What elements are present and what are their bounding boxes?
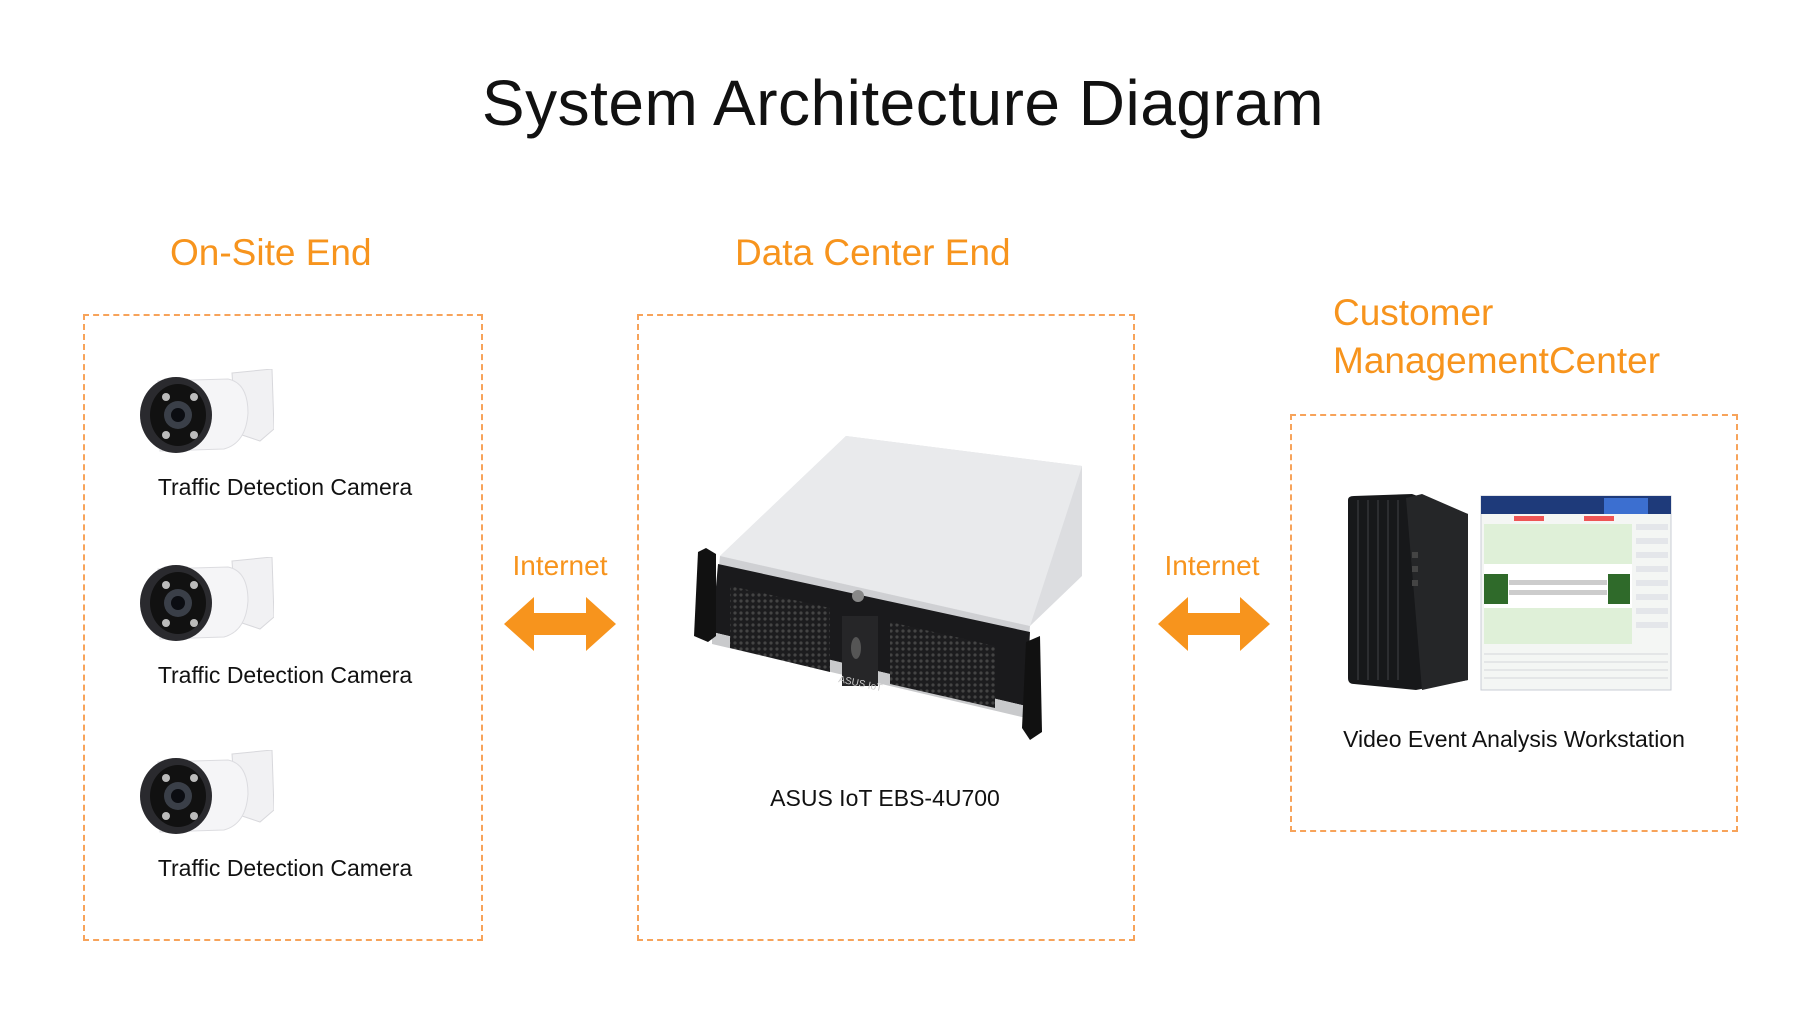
- link-label-internet: Internet: [1164, 550, 1260, 581]
- onsite-box: [83, 314, 483, 941]
- camera-label: Traffic Detection Camera: [157, 662, 413, 688]
- desktop-workstation-icon: [1348, 494, 1672, 691]
- link-label-internet: Internet: [512, 550, 608, 581]
- page-title: System Architecture Diagram: [481, 67, 1325, 139]
- workstation-label: Video Event Analysis Workstation: [1343, 726, 1685, 752]
- section-title-customer-line1: Customer: [1333, 292, 1494, 333]
- security-camera-icon: [136, 749, 275, 841]
- server-label: ASUS IoT EBS-4U700: [770, 785, 1000, 811]
- camera-label: Traffic Detection Camera: [157, 474, 413, 500]
- section-title-onsite: On-Site End: [170, 232, 372, 273]
- datacenter-box: [637, 314, 1135, 941]
- section-title-datacenter: Data Center End: [735, 232, 1011, 273]
- customer-box: [1290, 414, 1738, 832]
- camera-label: Traffic Detection Camera: [157, 855, 413, 881]
- double-arrow-icon: [504, 597, 616, 651]
- security-camera-icon: [136, 556, 275, 648]
- rack-server-icon: ASUS IoT: [694, 436, 1082, 740]
- section-title-customer-line2: ManagementCenter: [1333, 340, 1661, 381]
- security-camera-icon: [136, 368, 275, 460]
- double-arrow-icon: [1158, 597, 1270, 651]
